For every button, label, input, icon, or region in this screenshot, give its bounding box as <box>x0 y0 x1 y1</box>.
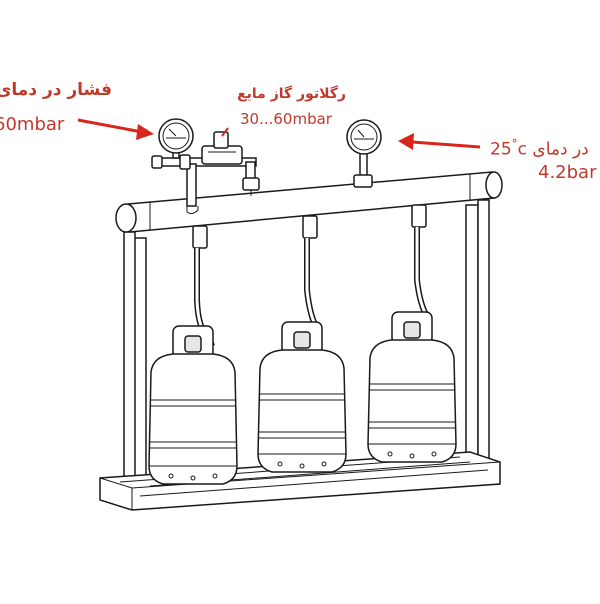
regulator-icon <box>201 131 243 165</box>
gas-cylinder-icon <box>148 325 238 485</box>
arrow-to-left-gauge <box>77 118 154 140</box>
gas-cylinder-icon <box>367 311 457 463</box>
left-back-post <box>133 237 147 487</box>
left-label-pressure: 60mbar <box>0 114 65 135</box>
gas-cylinder-icon <box>257 321 347 473</box>
right-gauge-assembly <box>346 119 382 188</box>
stand-frame <box>99 199 501 511</box>
valve-body <box>242 177 260 191</box>
right-label-line1: 25°c در دمای <box>490 137 589 160</box>
right-label-pressure: 4.2bar <box>538 162 597 183</box>
left-gauge-assembly <box>151 118 260 215</box>
regulator-range: 30...60mbar <box>240 110 332 128</box>
manifold-valves <box>192 204 427 249</box>
regulator-label: رگلاتور گاز مایع <box>237 86 346 102</box>
degree-sign: ° <box>511 137 518 151</box>
right-back-post <box>465 204 479 478</box>
pressure-gauge-icon <box>158 118 194 159</box>
right-label-temp: 25 <box>490 139 512 160</box>
right-front-post <box>477 199 490 483</box>
right-label-text: در دمای <box>532 139 589 160</box>
arrow-to-right-gauge <box>398 133 481 150</box>
right-label-unit: c <box>517 139 527 160</box>
arrow-to-regulator <box>221 127 229 137</box>
manifold-pipe <box>115 171 503 233</box>
base-platform <box>99 451 501 511</box>
pressure-gauge-icon <box>346 119 382 155</box>
left-label-line1: فشار در دمای <box>0 80 112 100</box>
left-front-post <box>123 231 136 505</box>
